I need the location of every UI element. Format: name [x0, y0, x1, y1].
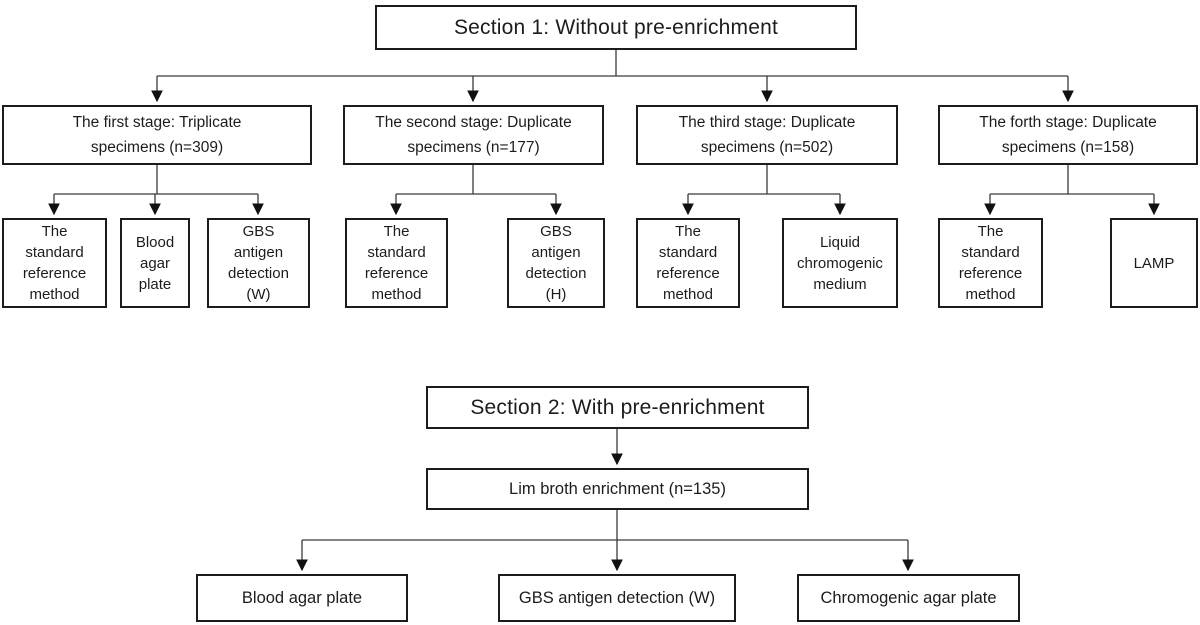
stage1-label: The first stage: Triplicate specimens (n… — [72, 114, 242, 156]
stage2-label: The second stage: Duplicate specimens (n… — [375, 114, 572, 156]
leaf-label: GBS antigen detection (H) — [525, 223, 587, 303]
stage3-leaf-liquid-chromogenic-box: Liquid chromogenic medium — [782, 218, 898, 308]
stage3-leaf-standard-reference-box: The standard reference method — [636, 218, 740, 308]
stage1-leaf-standard-reference-box: The standard reference method — [2, 218, 107, 308]
leaf-label: The standard reference method — [958, 223, 1023, 303]
section2-title-label: Section 2: With pre-enrichment — [470, 395, 765, 419]
leaf-label: Blood agar plate — [241, 588, 363, 607]
stage2-leaf-gbs-antigen-h-box: GBS antigen detection (H) — [507, 218, 605, 308]
lim-broth-enrichment-box: Lim broth enrichment (n=135) — [426, 468, 809, 510]
stage1-leaf-blood-agar-box: Blood agar plate — [120, 218, 190, 308]
leaf-label: Blood agar plate — [135, 233, 175, 293]
section1-title-label: Section 1: Without pre-enrichment — [453, 15, 779, 39]
leaf-label: The standard reference method — [364, 223, 429, 303]
leaf-label: Chromogenic agar plate — [820, 588, 997, 607]
stage4-leaf-standard-reference-box: The standard reference method — [938, 218, 1043, 308]
stage2-leaf-standard-reference-box: The standard reference method — [345, 218, 448, 308]
lim-broth-label: Lim broth enrichment (n=135) — [509, 479, 726, 498]
stage4-leaf-lamp-box: LAMP — [1110, 218, 1198, 308]
leaf-label: The standard reference method — [22, 223, 87, 303]
leaf-label: Liquid chromogenic medium — [797, 233, 883, 293]
stage1-box: The first stage: Triplicate specimens (n… — [2, 105, 312, 165]
stage2-box: The second stage: Duplicate specimens (n… — [343, 105, 604, 165]
stage3-label: The third stage: Duplicate specimens (n=… — [678, 114, 856, 156]
section2-title-box: Section 2: With pre-enrichment — [426, 386, 809, 429]
leaf-label: LAMP — [1133, 254, 1175, 272]
stage4-label: The forth stage: Duplicate specimens (n=… — [979, 114, 1157, 156]
stage4-box: The forth stage: Duplicate specimens (n=… — [938, 105, 1198, 165]
section2-leaf-blood-agar-box: Blood agar plate — [196, 574, 408, 622]
stage1-leaf-gbs-antigen-w-box: GBS antigen detection (W) — [207, 218, 310, 308]
leaf-label: GBS antigen detection (W) — [518, 588, 716, 607]
section2-leaf-gbs-antigen-w-box: GBS antigen detection (W) — [498, 574, 736, 622]
stage3-box: The third stage: Duplicate specimens (n=… — [636, 105, 898, 165]
leaf-label: The standard reference method — [656, 223, 720, 303]
section1-title-box: Section 1: Without pre-enrichment — [375, 5, 857, 50]
leaf-label: GBS antigen detection (W) — [228, 223, 289, 303]
section2-leaf-chromogenic-agar-box: Chromogenic agar plate — [797, 574, 1020, 622]
